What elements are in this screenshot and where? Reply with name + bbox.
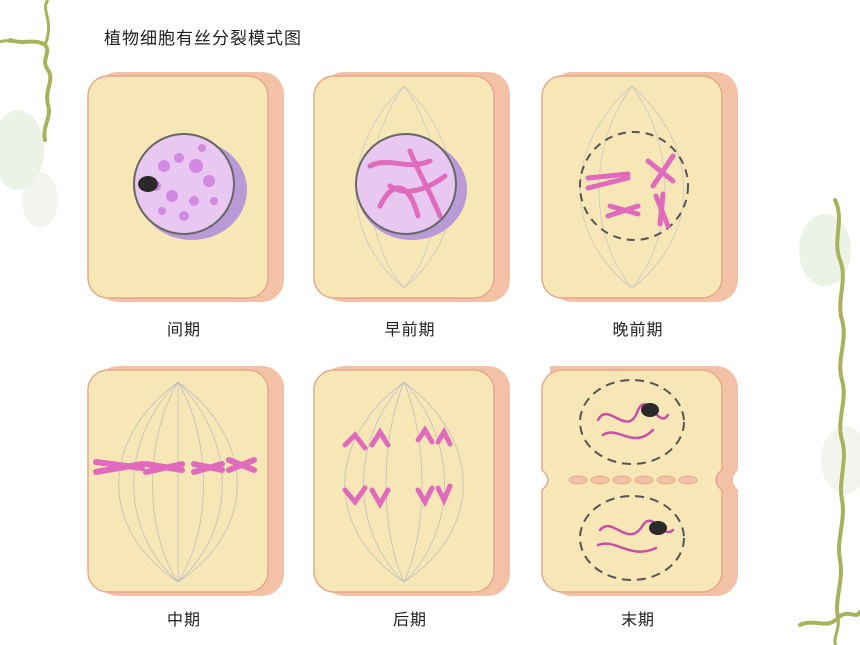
stage-label-metaphase: 中期	[166, 610, 201, 629]
stage-anaphase	[310, 360, 510, 600]
cell-telophase-figure	[541, 366, 738, 596]
stage-label-late-prophase: 晚前期	[612, 320, 664, 339]
stage-label-interphase: 间期	[166, 320, 201, 339]
cell-late-prophase-figure	[541, 72, 738, 302]
stage-label-telophase: 末期	[620, 610, 655, 629]
cell-interphase-figure	[87, 72, 284, 302]
stage-late-prophase	[538, 66, 738, 306]
cell-early-prophase-figure	[313, 72, 510, 302]
stage-telophase	[538, 360, 738, 600]
stage-metaphase	[84, 360, 284, 600]
stage-label-anaphase: 后期	[392, 610, 427, 629]
stage-interphase	[84, 66, 284, 306]
diagram-title: 植物细胞有丝分裂模式图	[104, 29, 302, 49]
cell-metaphase-figure	[87, 366, 284, 596]
cell-anaphase-figure	[313, 366, 510, 596]
stage-early-prophase	[310, 66, 510, 306]
stage-label-early-prophase: 早前期	[384, 320, 436, 339]
